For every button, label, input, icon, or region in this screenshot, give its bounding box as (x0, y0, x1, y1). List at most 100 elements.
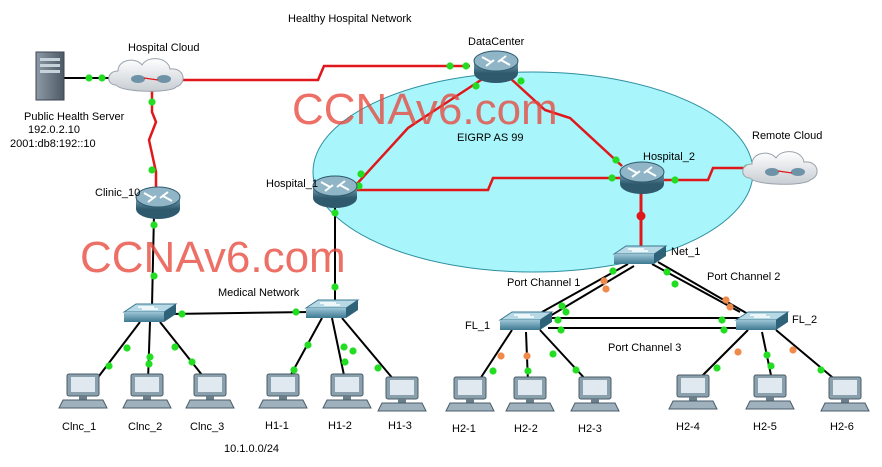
link-light-40 (663, 268, 671, 276)
label-pc-clnc-1: Clnc_1 (62, 421, 96, 433)
link-light-13 (608, 174, 616, 182)
link-light-26 (105, 362, 113, 370)
label-server-ipv4: 192.0.2.10 (28, 124, 80, 136)
link-clinic-switch-medical-switch (169, 311, 311, 315)
label-pc-h1-3: H1-3 (388, 420, 412, 432)
pc-clnc-2[interactable] (122, 373, 172, 409)
link-light-49 (523, 352, 531, 360)
label-pc-clnc-3: Clnc_3 (190, 421, 224, 433)
pc-h1-2[interactable] (322, 373, 372, 409)
label-pc-h2-3: H2-3 (578, 423, 602, 435)
link-light-36 (600, 277, 608, 285)
label-pc-h2-4: H2-4 (676, 421, 700, 433)
label-pc-h2-2: H2-2 (514, 423, 538, 435)
net-1-switch[interactable] (613, 245, 667, 265)
link-light-25 (171, 343, 179, 351)
link-light-52 (524, 367, 532, 375)
link-light-15 (671, 176, 679, 184)
pc-h1-1[interactable] (258, 373, 308, 409)
label-port-channel-2: Port Channel 2 (707, 271, 780, 283)
link-light-48 (497, 352, 505, 360)
pc-h2-2[interactable] (505, 376, 555, 412)
link-light-32 (290, 366, 298, 374)
link-fl-2-h2-4 (697, 329, 749, 381)
label-port-channel-1: Port Channel 1 (507, 277, 580, 289)
link-hospital-2-remote-cloud (664, 166, 752, 182)
link-light-7 (148, 166, 156, 174)
link-light-56 (789, 346, 797, 354)
link-light-31 (349, 347, 357, 355)
link-hospital-cloud-datacenter (168, 64, 470, 82)
pc-h2-5[interactable] (745, 374, 795, 410)
clinic-switch[interactable] (123, 303, 177, 323)
label-hospital-1: Hospital_1 (266, 178, 318, 190)
link-light-11 (517, 77, 525, 85)
link-light-58 (767, 362, 775, 370)
hospital-2-router[interactable] (619, 161, 665, 195)
remote-cloud[interactable] (742, 150, 818, 185)
pc-clnc-3[interactable] (185, 373, 235, 409)
link-clinic-10-switch (151, 213, 155, 307)
link-fl-2-h2-6 (775, 329, 839, 383)
link-light-41 (671, 280, 679, 288)
label-server-name: Public Health Server (24, 111, 125, 123)
link-light-38 (558, 302, 566, 310)
label-pc-clnc-2: Clnc_2 (128, 421, 162, 433)
pc-h1-3[interactable] (377, 376, 427, 412)
label-server-ipv6: 2001:db8:192::10 (10, 138, 96, 150)
link-light-30 (340, 343, 348, 351)
link-light-5 (462, 62, 470, 70)
label-medical-network: Medical Network (218, 287, 300, 299)
link-light-21 (178, 310, 186, 318)
hospital-1-router[interactable] (312, 175, 358, 209)
hospital-cloud[interactable] (108, 57, 184, 92)
label-net-1: Net_1 (671, 246, 700, 258)
link-light-8 (472, 82, 480, 90)
watermark-bottom: CCNAv6.com (80, 233, 346, 282)
link-light-27 (145, 360, 153, 368)
link-light-9 (357, 170, 365, 178)
label-pc-h2-1: H2-1 (452, 423, 476, 435)
label-pc-h2-5: H2-5 (753, 421, 777, 433)
watermark-top: CCNAv6.com (292, 85, 558, 134)
link-light-12 (612, 156, 620, 164)
clinic-10-router[interactable] (135, 186, 181, 220)
link-light-45 (720, 326, 728, 334)
link-light-1 (85, 74, 93, 82)
public-health-server[interactable] (35, 51, 65, 101)
link-light-42 (722, 296, 730, 304)
link-light-39 (562, 308, 570, 316)
link-light-18 (150, 272, 158, 280)
label-pc-h1-2: H1-2 (328, 420, 352, 432)
pc-h2-6[interactable] (820, 376, 870, 412)
fl-2-switch[interactable] (735, 311, 789, 331)
pc-clnc-1[interactable] (58, 373, 108, 409)
link-light-20 (331, 283, 339, 291)
link-light-43 (726, 303, 734, 311)
pc-h2-3[interactable] (570, 376, 620, 412)
link-datacenter-hospital-1 (354, 76, 485, 187)
label-fl-1: FL_1 (465, 320, 490, 332)
link-light-54 (734, 348, 742, 356)
link-light-19 (331, 209, 339, 217)
link-light-4 (446, 62, 454, 70)
label-port-channel-3: Port Channel 3 (608, 342, 681, 354)
pc-h2-4[interactable] (668, 374, 718, 410)
link-medical-switch-h1-3 (341, 317, 395, 381)
pc-h2-1[interactable] (445, 376, 495, 412)
link-clinic-switch-clnc-2 (147, 321, 151, 381)
link-light-51 (489, 367, 497, 375)
medical-switch[interactable] (305, 299, 359, 319)
link-light-57 (713, 364, 721, 372)
link-light-46 (554, 316, 562, 324)
fl-1-switch[interactable] (499, 311, 553, 331)
link-light-59 (817, 366, 825, 374)
link-light-17 (150, 221, 158, 229)
link-light-6 (148, 98, 156, 106)
link-light-44 (718, 316, 726, 324)
label-datacenter: DataCenter (468, 36, 525, 48)
label-clinic-10: Clinic_10 (95, 187, 140, 199)
link-lights-layer (85, 62, 825, 375)
datacenter-router[interactable] (473, 50, 519, 84)
link-light-34 (374, 364, 382, 372)
